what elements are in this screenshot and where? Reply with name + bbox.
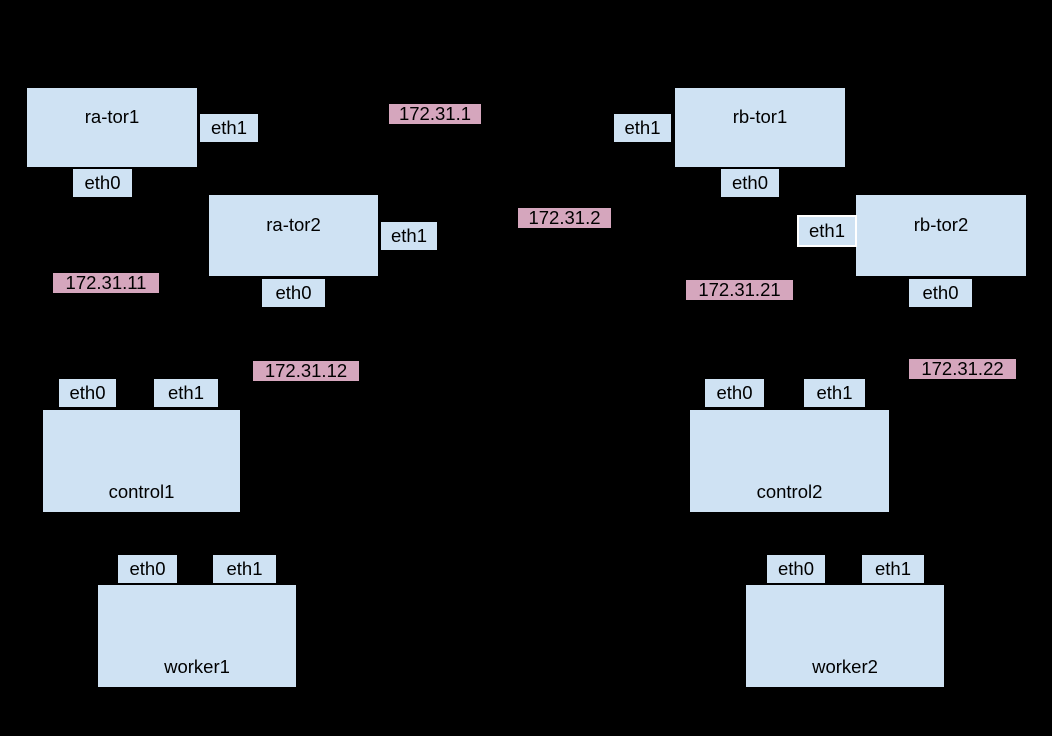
subnet-label-172-31-22: 172.31.22 <box>909 359 1016 379</box>
node-control1-label: control1 <box>108 480 175 502</box>
subnet-label-172-31-1: 172.31.1 <box>389 104 481 124</box>
node-rb-tor2-label: rb-tor2 <box>913 214 969 236</box>
subnet-label-172-31-21: 172.31.21 <box>686 280 793 300</box>
port-control2-eth0: eth0 <box>704 378 765 408</box>
port-worker1-eth1: eth1 <box>212 554 277 584</box>
port-control1-eth0: eth0 <box>58 378 117 408</box>
node-ra-tor1: ra-tor1 <box>26 87 198 168</box>
port-rb-tor2-eth0: eth0 <box>908 278 973 308</box>
port-rb-tor1-eth1: eth1 <box>613 113 672 143</box>
subnet-label-172-31-11: 172.31.11 <box>53 273 159 293</box>
port-worker2-eth1: eth1 <box>861 554 925 584</box>
port-ra-tor2-eth1: eth1 <box>380 221 438 251</box>
node-rb-tor2: rb-tor2 <box>855 194 1027 277</box>
node-control2-label: control2 <box>756 480 823 502</box>
node-control1: control1 <box>42 409 241 513</box>
node-worker1: worker1 <box>97 584 297 688</box>
node-worker2-label: worker2 <box>812 655 878 677</box>
node-ra-tor2-label: ra-tor2 <box>266 214 321 236</box>
node-ra-tor2: ra-tor2 <box>208 194 379 277</box>
node-ra-tor1-label: ra-tor1 <box>84 106 140 128</box>
port-control1-eth1: eth1 <box>153 378 219 408</box>
node-rb-tor1-label: rb-tor1 <box>732 106 788 128</box>
port-rb-tor1-eth0: eth0 <box>720 168 780 198</box>
port-worker1-eth0: eth0 <box>117 554 178 584</box>
port-worker2-eth0: eth0 <box>766 554 826 584</box>
node-worker2: worker2 <box>745 584 945 688</box>
node-control2: control2 <box>689 409 890 513</box>
port-rb-tor2-eth1: eth1 <box>797 215 857 247</box>
port-control2-eth1: eth1 <box>803 378 866 408</box>
port-ra-tor1-eth0: eth0 <box>72 168 133 198</box>
node-worker1-label: worker1 <box>164 655 230 677</box>
port-ra-tor1-eth1: eth1 <box>199 113 259 143</box>
port-ra-tor2-eth0: eth0 <box>261 278 326 308</box>
node-rb-tor1: rb-tor1 <box>674 87 846 168</box>
subnet-label-172-31-12: 172.31.12 <box>253 361 359 381</box>
subnet-label-172-31-2: 172.31.2 <box>518 208 611 228</box>
